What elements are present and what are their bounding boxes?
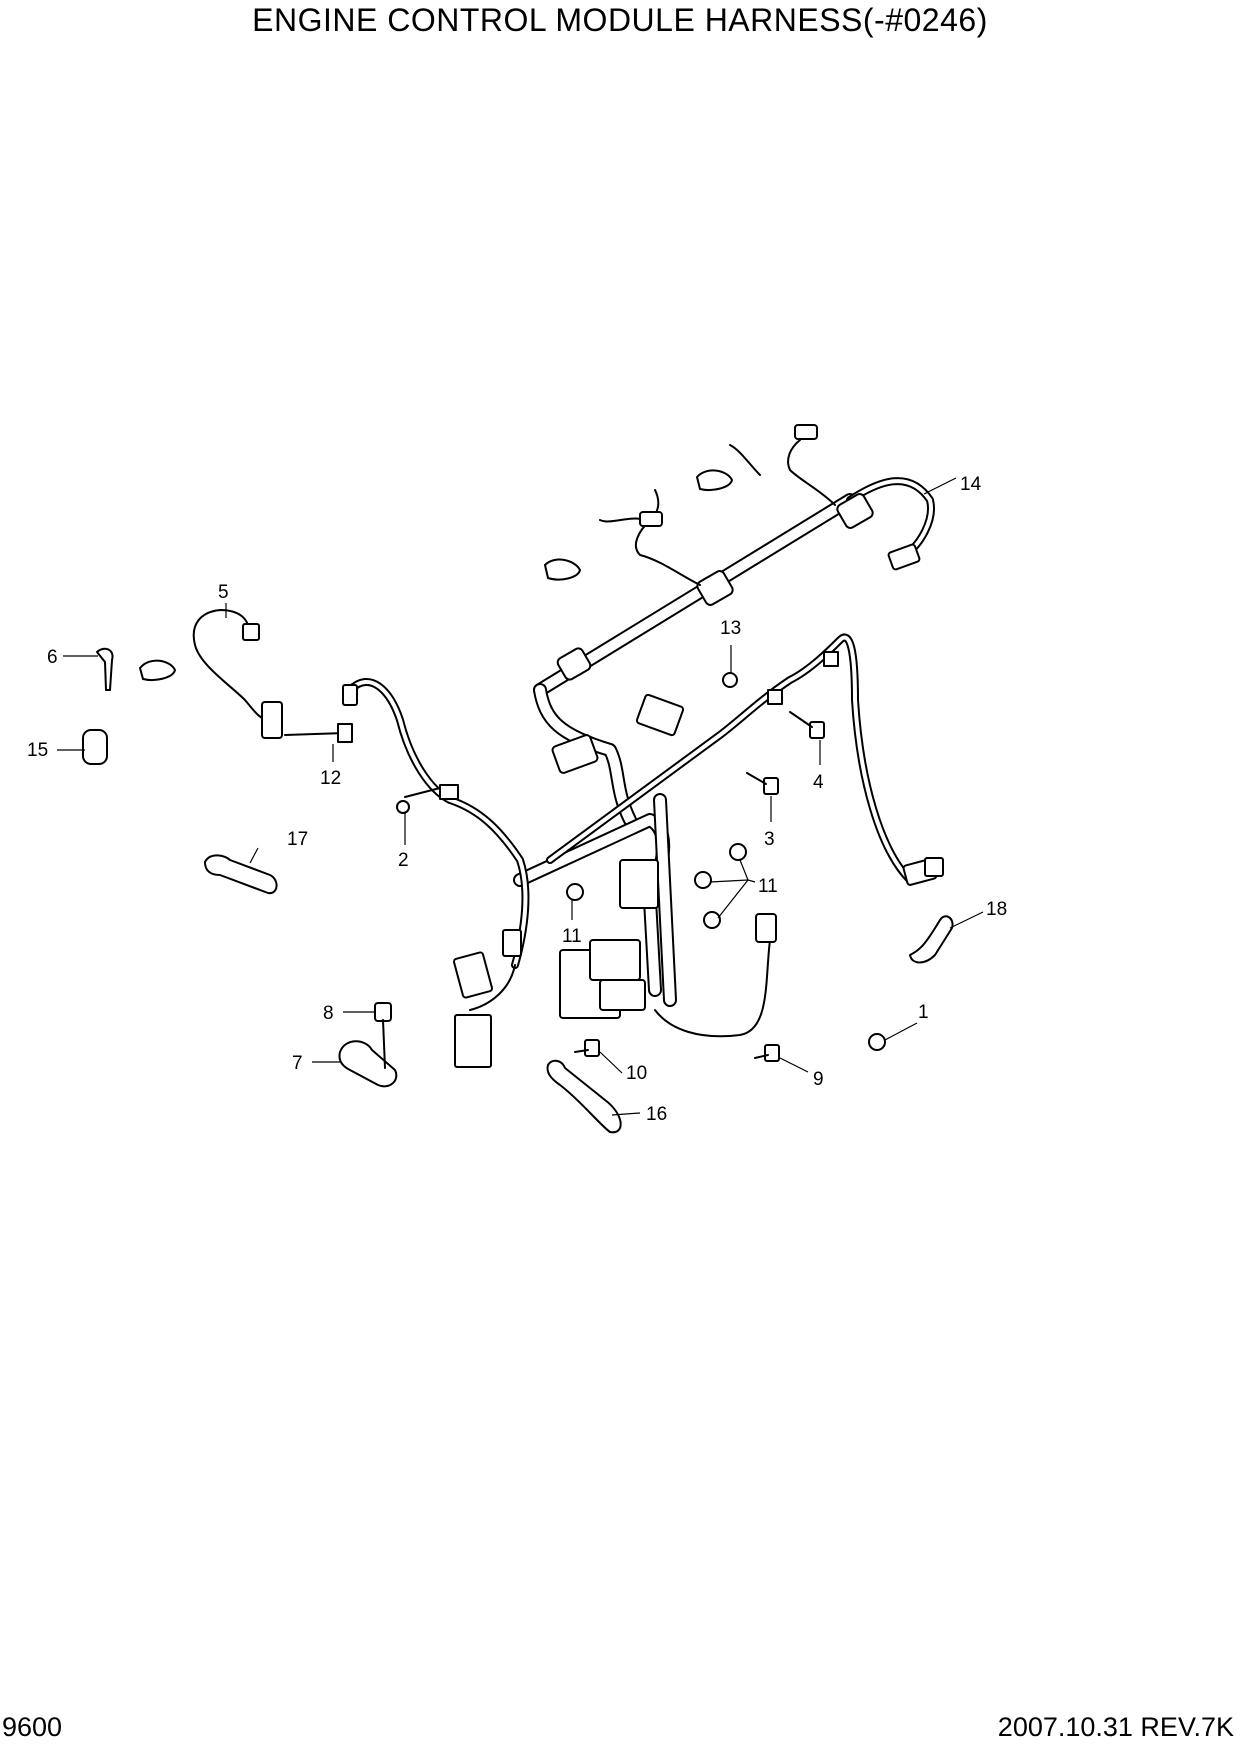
callout-3: 3	[764, 829, 775, 850]
callout-5: 5	[218, 582, 229, 603]
main-harness-trunk	[533, 424, 935, 697]
callout-10: 10	[626, 1063, 647, 1084]
callout-13: 13	[720, 618, 741, 639]
hardware-parts	[82, 647, 954, 1134]
leader-lines	[57, 477, 984, 1116]
callout-17: 17	[287, 829, 308, 850]
page-title: ENGINE CONTROL MODULE HARNESS(-#0246)	[252, 2, 988, 38]
callout-1: 1	[918, 1002, 929, 1023]
callout-4: 4	[813, 772, 824, 793]
callout-14: 14	[960, 474, 982, 495]
callout-15: 15	[27, 740, 48, 761]
callout-9: 9	[813, 1069, 824, 1090]
callout-11-right: 11	[758, 876, 778, 897]
callout-2: 2	[398, 850, 409, 871]
callout-6: 6	[47, 647, 58, 668]
revision-date: 2007.10.31 REV.7K	[997, 1712, 1234, 1742]
left-branch	[342, 678, 530, 1068]
page-number: 9600	[2, 1712, 63, 1742]
callout-11-left: 11	[562, 926, 582, 947]
callout-8: 8	[323, 1003, 334, 1024]
callout-12: 12	[320, 768, 341, 789]
sensor-harness-5	[139, 609, 353, 743]
callout-18: 18	[986, 899, 1007, 920]
callout-labels: 14 5 6 15 12 17 2 13 4 3 11 11 18 1 9 10…	[27, 474, 1007, 1125]
callout-7: 7	[292, 1053, 303, 1074]
right-branch	[546, 633, 944, 886]
ecm-junction	[513, 683, 777, 1038]
callout-16: 16	[646, 1104, 667, 1125]
